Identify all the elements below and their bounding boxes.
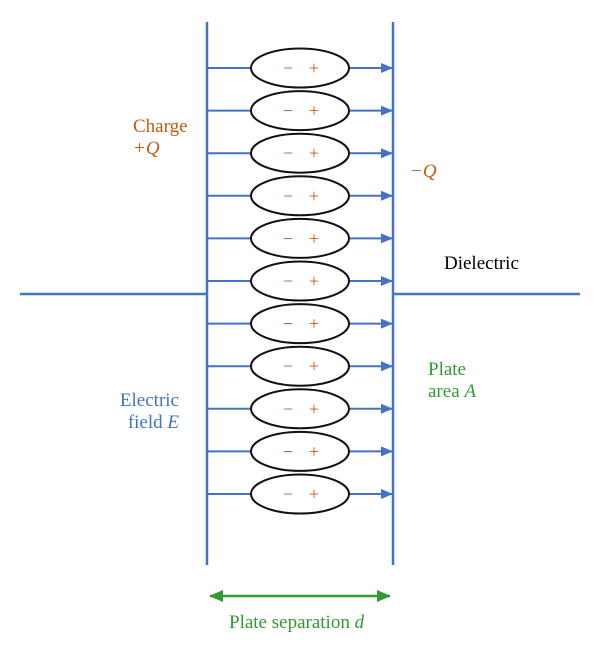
positive-sign: + bbox=[309, 484, 319, 504]
dipole-5: −+ bbox=[207, 217, 393, 259]
positive-sign: + bbox=[309, 399, 319, 419]
dipole-ellipse bbox=[250, 175, 350, 217]
electric-field-prefix: field bbox=[127, 412, 168, 433]
charge-label: Charge +Q bbox=[133, 116, 188, 160]
plate-separation-prefix: Plate separation bbox=[229, 612, 355, 633]
negative-sign: − bbox=[283, 314, 293, 334]
dipole-2: −+ bbox=[207, 90, 393, 132]
dipole-4: −+ bbox=[207, 175, 393, 217]
plate-area-prefix: area bbox=[428, 381, 465, 402]
positive-sign: + bbox=[309, 186, 319, 206]
charge-text: Charge bbox=[133, 116, 188, 137]
dipole-7: −+ bbox=[207, 303, 393, 345]
dielectric-label: Dielectric bbox=[444, 253, 519, 274]
negative-sign: − bbox=[283, 271, 293, 291]
positive-sign: + bbox=[309, 228, 319, 248]
dipole-11: −+ bbox=[207, 473, 393, 515]
dipole-9: −+ bbox=[207, 388, 393, 430]
dipole-ellipse bbox=[250, 217, 350, 259]
positive-sign: + bbox=[309, 314, 319, 334]
negative-sign: − bbox=[283, 58, 293, 78]
dipole-ellipse bbox=[250, 388, 350, 430]
electric-field-line1: Electric bbox=[119, 390, 179, 411]
plate-separation-var: d bbox=[354, 612, 365, 633]
dipole-ellipse bbox=[250, 345, 350, 387]
dipole-ellipse bbox=[250, 47, 350, 89]
dipole-3: −+ bbox=[207, 132, 393, 174]
negative-sign: − bbox=[283, 186, 293, 206]
plate-area-line1: Plate bbox=[428, 359, 466, 380]
charge-negative: −Q bbox=[410, 161, 437, 182]
positive-sign: + bbox=[309, 441, 319, 461]
plate-area-label: Plate area A bbox=[428, 359, 476, 403]
negative-sign: − bbox=[283, 399, 293, 419]
dipole-1: −+ bbox=[207, 47, 393, 89]
dipole-ellipse bbox=[250, 430, 350, 472]
dipole-stack: −+−+−+−+−+−+−+−+−+−+−+ bbox=[207, 47, 393, 515]
dipole-6: −+ bbox=[207, 260, 393, 302]
charge-positive: +Q bbox=[133, 138, 160, 159]
plate-separation-label: Plate separation d bbox=[229, 612, 364, 634]
dipole-ellipse bbox=[250, 303, 350, 345]
dipole-ellipse bbox=[250, 473, 350, 515]
positive-sign: + bbox=[309, 271, 319, 291]
positive-sign: + bbox=[309, 101, 319, 121]
electric-field-label: Electric field E bbox=[99, 390, 179, 434]
negative-sign: − bbox=[283, 441, 293, 461]
positive-sign: + bbox=[309, 143, 319, 163]
positive-sign: + bbox=[309, 58, 319, 78]
dipole-ellipse bbox=[250, 90, 350, 132]
dipole-ellipse bbox=[250, 260, 350, 302]
negative-sign: − bbox=[283, 484, 293, 504]
dipole-10: −+ bbox=[207, 430, 393, 472]
negative-sign: − bbox=[283, 356, 293, 376]
negative-sign: − bbox=[283, 228, 293, 248]
plate-area-var: A bbox=[464, 381, 476, 402]
dipole-ellipse bbox=[250, 132, 350, 174]
electric-field-var: E bbox=[167, 412, 179, 433]
dipole-8: −+ bbox=[207, 345, 393, 387]
negative-sign: − bbox=[283, 101, 293, 121]
electric-field-line2: field E bbox=[99, 412, 179, 434]
positive-sign: + bbox=[309, 356, 319, 376]
plate-area-line2: area A bbox=[428, 381, 476, 403]
negative-sign: − bbox=[283, 143, 293, 163]
